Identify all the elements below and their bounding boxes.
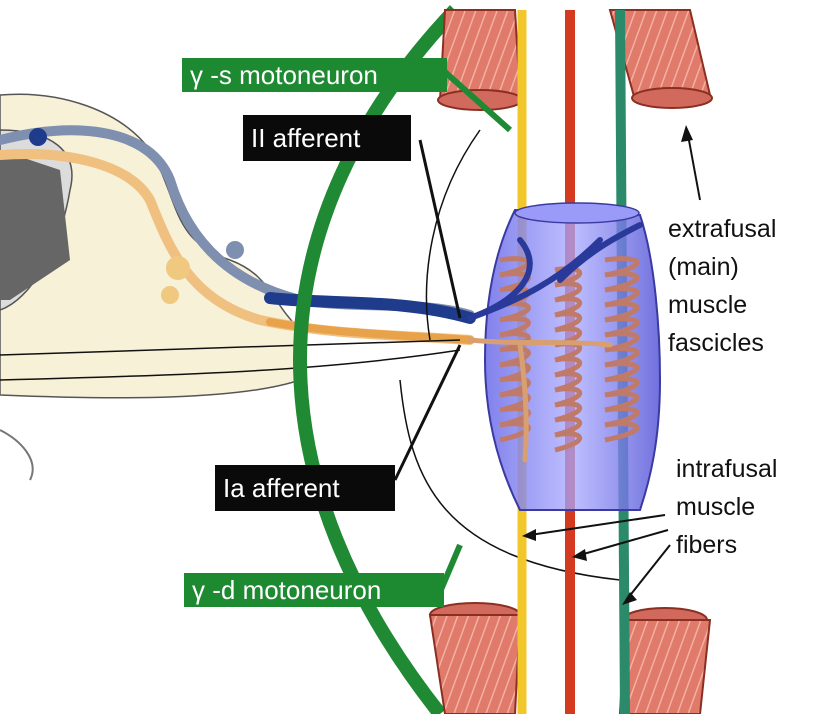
extrafusal-muscle-label: extrafusal (main) muscle fascicles: [668, 210, 776, 362]
intrafusal-muscle-label: intrafusal muscle fibers: [676, 450, 777, 564]
blue-nerve-end: [29, 128, 47, 146]
extrafusal-arrow: [681, 125, 700, 200]
dorsal-root-ganglion-blue: [226, 241, 244, 259]
ii-afferent-label: II afferent: [243, 115, 411, 161]
gamma-d-motoneuron-label: γ -d motoneuron: [184, 573, 444, 607]
ia-afferent-label: Ia afferent: [215, 465, 395, 511]
intrafusal-arrows: [522, 515, 670, 605]
dorsal-root-ganglion-orange: [166, 256, 190, 280]
dorsal-root-ganglion-orange-2: [161, 286, 179, 304]
gamma-s-motoneuron-label: γ -s motoneuron: [182, 58, 447, 92]
extrafusal-fascicle-bottom-left: [430, 603, 520, 714]
extrafusal-fascicle-bottom-right: [620, 608, 710, 714]
extrafusal-fascicle-top-left: [438, 10, 522, 110]
